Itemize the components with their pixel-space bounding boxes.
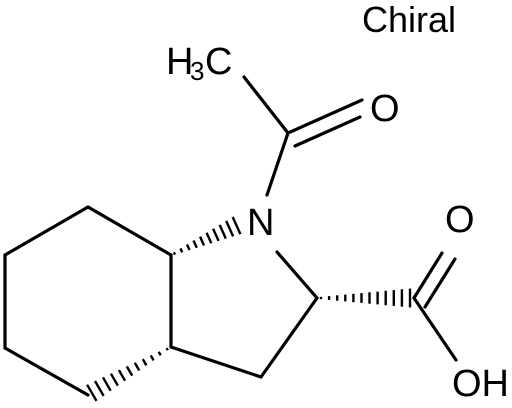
bond-c5-c4 — [3, 346, 90, 397]
wedge-hash-line — [212, 228, 220, 242]
wedge-hash-line — [141, 358, 148, 366]
wedge-hash-line — [86, 384, 98, 402]
wedge-hash-line — [205, 232, 213, 244]
wedge-hash-line — [165, 347, 169, 351]
bond-carbonyl-o-2 — [293, 115, 362, 148]
stereo-wedge-c3a-c4 — [86, 347, 169, 402]
methyl-subscript: 3 — [190, 56, 204, 86]
wedge-hash-line — [172, 251, 177, 256]
wedge-hash-line — [179, 247, 184, 253]
wedge-hash-line — [101, 376, 112, 392]
stereo-wedge-c2-cooh — [319, 288, 412, 308]
wedge-hash-line — [93, 380, 105, 397]
bond-carbonyl-n — [265, 131, 290, 197]
wedge-hash-line — [109, 373, 119, 387]
bond-c7-c6 — [3, 205, 90, 257]
wedge-hash-line — [149, 354, 155, 362]
wedge-hash-line — [192, 240, 198, 249]
bond-c2-c3 — [259, 296, 319, 379]
bond-carbonyl-o-1 — [286, 98, 364, 135]
wedge-hash-line — [157, 351, 162, 356]
wedge-hash-line — [218, 224, 227, 240]
bond-cooh-o-1 — [412, 251, 444, 300]
bond-methyl-carbonyl — [242, 75, 290, 135]
bond-n-c2 — [275, 250, 319, 300]
atom-o-acid: O — [445, 199, 475, 241]
wedge-hash-line — [199, 236, 206, 246]
chiral-flag: Chiral — [362, 0, 456, 40]
methyl-label: H 3 C — [166, 41, 232, 86]
stereo-wedge-c7a-n — [172, 216, 242, 256]
atom-oh: OH — [452, 363, 509, 405]
atom-n: N — [247, 202, 274, 244]
bond-cooh-o-2 — [423, 257, 457, 309]
bond-cooh-oh — [412, 296, 458, 362]
bond-c3-c3a — [169, 345, 263, 379]
wedge-hash-line — [133, 362, 141, 372]
bond-c7a-c7 — [86, 205, 173, 257]
wedge-hash-line — [125, 365, 134, 377]
atom-o-carbonyl: O — [370, 88, 400, 130]
wedge-hash-line — [225, 220, 235, 237]
methyl-c: C — [205, 41, 232, 83]
wedge-hash-line — [231, 216, 242, 235]
wedge-hash-line — [117, 369, 127, 382]
methyl-h: H — [166, 41, 193, 83]
wedge-hash-line — [185, 244, 191, 251]
